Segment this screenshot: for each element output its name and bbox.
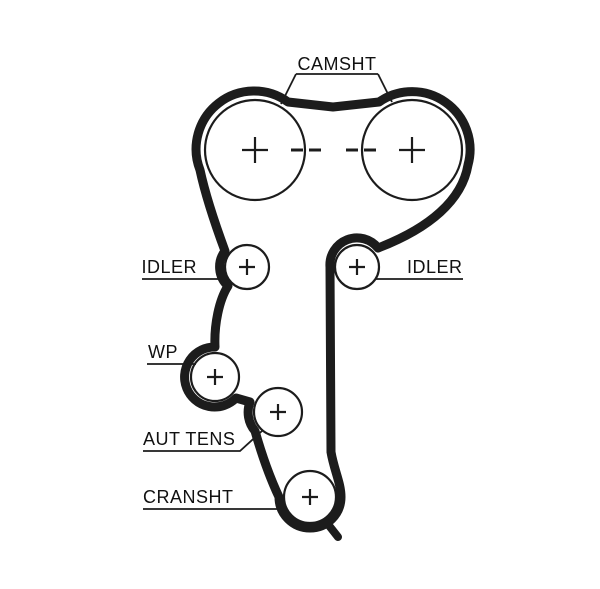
label-crankshaft: CRANSHT [143,487,234,507]
crankshaft-pulley-center-mark [302,489,318,505]
label-idler-left: IDLER [141,257,197,277]
tensioner-leader-line [143,430,263,452]
camshaft-left-pulley-center-mark [242,137,268,163]
idler-left-pulley-center-mark [239,259,255,275]
belt-end-tick-icon [323,519,342,541]
label-water-pump: WP [148,342,178,362]
label-tensioner: AUT TENS [143,429,235,449]
label-camshaft: CAMSHT [298,54,377,74]
water-pump-pulley-center-mark [207,369,223,385]
tensioner-pulley-center-mark [270,404,286,420]
idler-right-pulley-center-mark [349,259,365,275]
label-idler-right: IDLER [407,257,463,277]
timing-belt [180,86,475,533]
pulleys-group [189,98,464,525]
camshaft-leader-line [280,73,393,105]
camshaft-right-pulley-center-mark [399,137,425,163]
